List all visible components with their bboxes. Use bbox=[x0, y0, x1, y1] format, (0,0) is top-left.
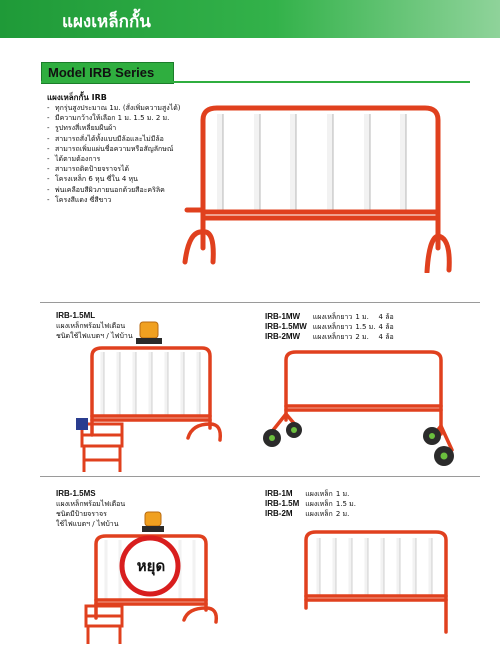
product-desc: ชนิดใช้ไฟแบตฯ / ไฟบ้าน bbox=[56, 332, 133, 340]
barrier-plain-image bbox=[304, 530, 448, 634]
table-row: IRB-2M แผงเหล็ก 2 ม. bbox=[265, 509, 359, 519]
table-row: IRB-1M แผงเหล็ก 1 ม. bbox=[265, 489, 359, 499]
product-desc: แผงเหล็กยาว bbox=[312, 333, 353, 341]
product-size: 1 ม. bbox=[335, 490, 350, 498]
table-row: IRB-1.5MW แผงเหล็กยาว 1.5 ม. 4 ล้อ bbox=[265, 322, 397, 332]
feature-item: ได้ตามต้องการ bbox=[47, 154, 197, 164]
product-desc: ชนิดมีป้ายจราจร bbox=[56, 510, 107, 518]
feature-item: สามารถเพิ่มแผ่นชื่อความหรือสัญลักษณ์ bbox=[47, 144, 197, 154]
product-desc: แผงเหล็กยาว bbox=[312, 313, 353, 321]
table-row: IRB-2MW แผงเหล็กยาว 2 ม. 4 ล้อ bbox=[265, 332, 397, 342]
product-desc: แผงเหล็ก bbox=[305, 500, 333, 508]
product-code: IRB-1.5MS bbox=[56, 489, 96, 498]
feature-item: มีความกว้างให้เลือก 1 ม. 1.5 ม. 2 ม. bbox=[47, 113, 197, 123]
feature-item: พ่นเคลือบสีผิวภายนอกด้วยสีอะคริลิค bbox=[47, 185, 197, 195]
barrier-with-light-image bbox=[76, 321, 223, 472]
product-irb-15ml: IRB-1.5ML แผงเหล็กพร้อมไฟเตือน ชนิดใช้ไฟ… bbox=[56, 311, 133, 341]
feature-item: รูปทรงสี่เหลี่ยมผืนผ้า bbox=[47, 123, 197, 133]
section-divider bbox=[40, 302, 480, 303]
table-row: IRB-1.5M แผงเหล็ก 1.5 ม. bbox=[265, 499, 359, 509]
section-divider bbox=[40, 476, 480, 477]
product-desc: แผงเหล็กพร้อมไฟเตือน bbox=[56, 500, 126, 508]
product-code: IRB-1.5ML bbox=[56, 311, 96, 320]
product-code: IRB-2M bbox=[265, 509, 293, 518]
product-desc: แผงเหล็กพร้อมไฟเตือน bbox=[56, 322, 126, 330]
page-title: แผงเหล็กกั้น bbox=[62, 12, 151, 32]
feature-item: โครงเหล็ก 6 หุน ซี่ใน 4 หุน bbox=[47, 174, 197, 184]
product-size: 1 ม. bbox=[355, 313, 369, 321]
product-code: IRB-1MW bbox=[265, 312, 301, 321]
product-code: IRB-1.5M bbox=[265, 499, 300, 508]
table-row: IRB-1MW แผงเหล็กยาว 1 ม. 4 ล้อ bbox=[265, 312, 397, 322]
product-desc: แผงเหล็กยาว bbox=[312, 323, 353, 331]
product-wheels: 4 ล้อ bbox=[378, 313, 394, 321]
barrier-wheeled-image bbox=[263, 350, 454, 466]
product-desc: แผงเหล็ก bbox=[305, 490, 333, 498]
plain-spec-table: IRB-1M แผงเหล็ก 1 ม. IRB-1.5M แผงเหล็ก 1… bbox=[265, 489, 359, 519]
barrier-main-image bbox=[182, 105, 452, 273]
product-desc: ใช้ไฟแบตฯ / ไฟบ้าน bbox=[56, 520, 119, 528]
product-irb-15ms: IRB-1.5MS แผงเหล็กพร้อมไฟเตือน ชนิดมีป้า… bbox=[56, 489, 125, 529]
stop-sign-text: หยุด bbox=[136, 557, 166, 575]
series-underline bbox=[41, 81, 470, 83]
product-wheels: 4 ล้อ bbox=[378, 333, 394, 341]
product-code: IRB-2MW bbox=[265, 332, 301, 341]
product-wheels: 4 ล้อ bbox=[378, 323, 394, 331]
header-band: แผงเหล็กกั้น bbox=[0, 0, 500, 38]
wheeled-spec-table: IRB-1MW แผงเหล็กยาว 1 ม. 4 ล้อ IRB-1.5MW… bbox=[265, 312, 397, 342]
product-code: IRB-1.5MW bbox=[265, 322, 307, 331]
feature-item: โครงสีแดง ซี่สีขาว bbox=[47, 195, 197, 205]
product-size: 2 ม. bbox=[355, 333, 369, 341]
series-title-bar: Model IRB Series bbox=[41, 62, 174, 84]
product-size: 1.5 ม. bbox=[355, 323, 376, 331]
feature-list: ทุกรุ่นสูงประมาณ 1ม. (สั่งเพิ่มความสูงได… bbox=[47, 103, 197, 205]
product-size: 2 ม. bbox=[335, 510, 350, 518]
product-size: 1.5 ม. bbox=[335, 500, 357, 508]
product-code: IRB-1M bbox=[265, 489, 293, 498]
feature-item: ทุกรุ่นสูงประมาณ 1ม. (สั่งเพิ่มความสูงได… bbox=[47, 103, 197, 113]
barrier-with-stop-sign-image bbox=[84, 511, 219, 644]
intro-heading: แผงเหล็กกั้น IRB bbox=[47, 93, 107, 102]
feature-item: สามารถติดป้ายจราจรได้ bbox=[47, 164, 197, 174]
series-title: Model IRB Series bbox=[48, 65, 155, 80]
product-desc: แผงเหล็ก bbox=[305, 510, 333, 518]
feature-item: สามารถสั่งได้ทั้งแบบมีล้อและไม่มีล้อ bbox=[47, 134, 197, 144]
